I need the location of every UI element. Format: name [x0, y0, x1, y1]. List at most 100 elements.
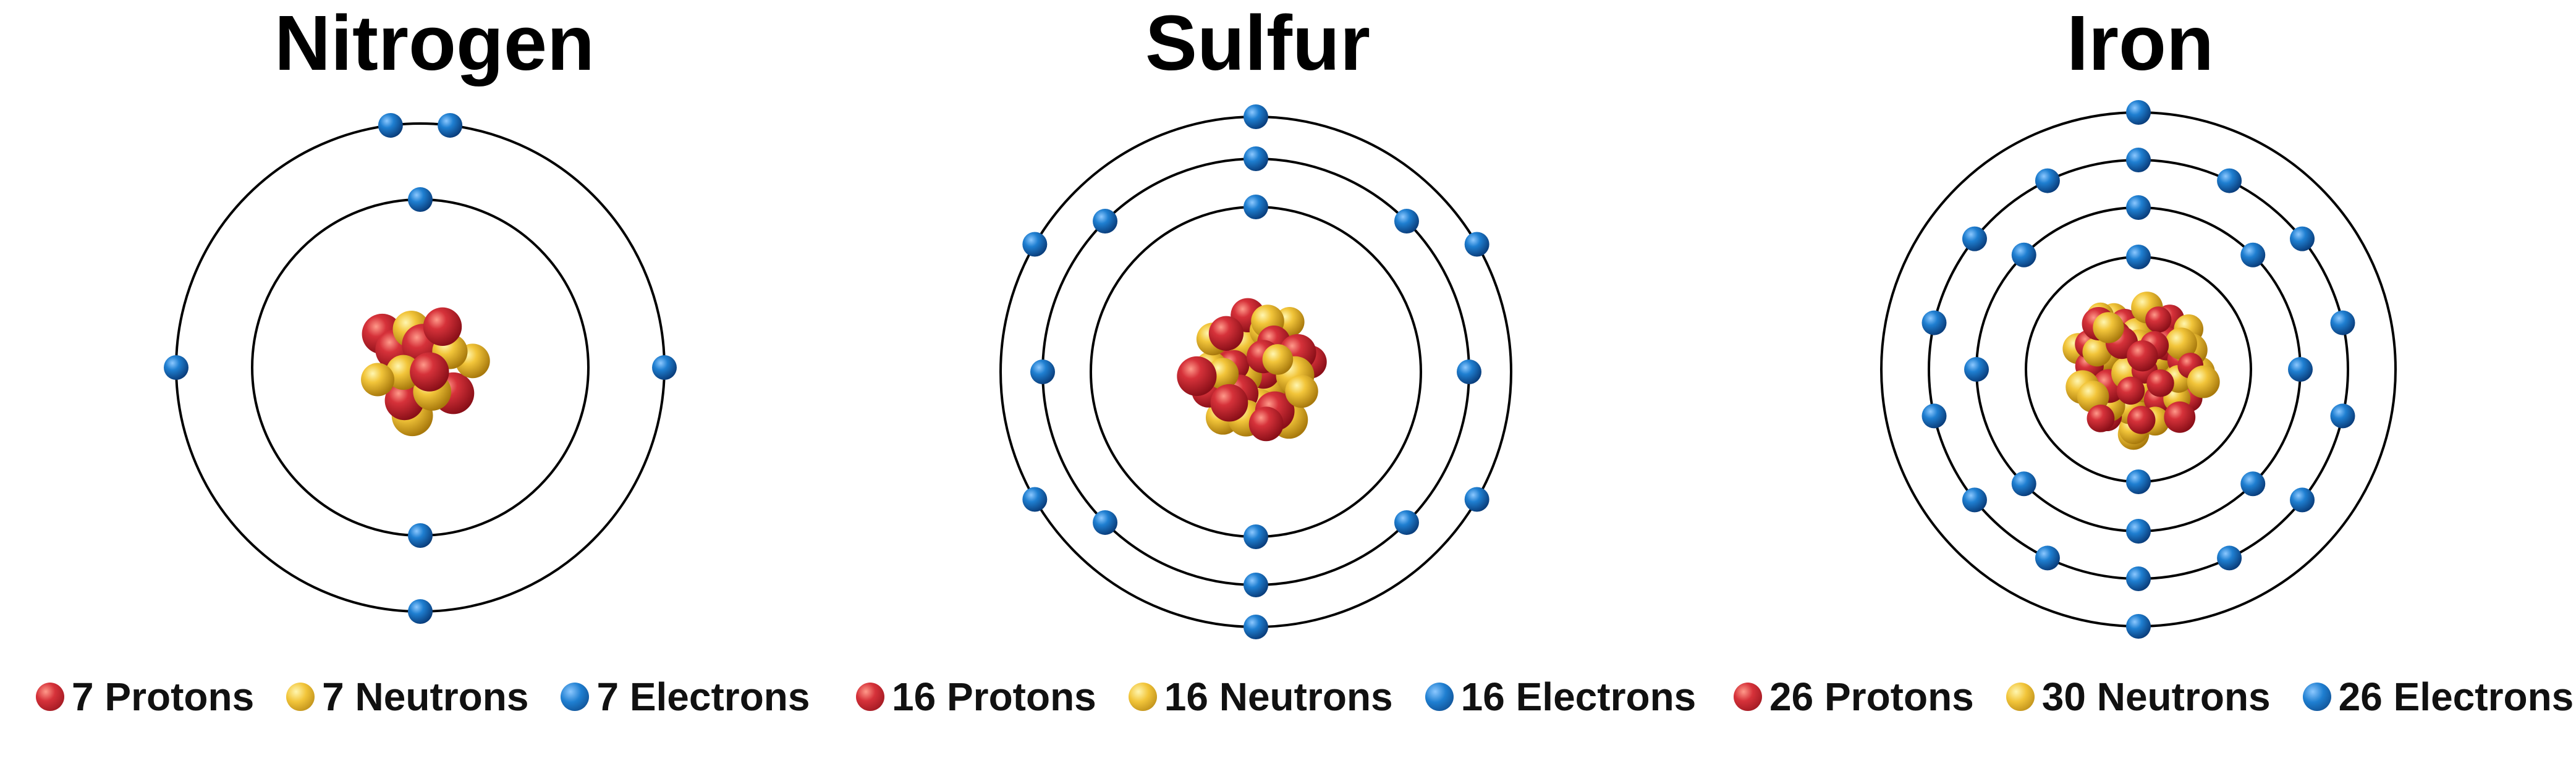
electron-dot — [1022, 487, 1048, 512]
proton-particle — [423, 307, 462, 347]
neutron-particle — [361, 363, 395, 397]
legend-protons-label: 7 Protons — [72, 675, 255, 719]
iron-legend: 26 Protons 30 Neutrons 26 Electrons — [1734, 667, 2574, 726]
nitrogen-legend: 7 Protons 7 Neutrons 7 Electrons — [36, 667, 810, 726]
electron-dot — [2217, 168, 2242, 193]
sulfur-legend: 16 Protons 16 Neutrons 16 Electrons — [856, 667, 1696, 726]
electron-dot — [1464, 232, 1489, 257]
electron-dot — [2126, 148, 2151, 172]
neutron-particle — [2165, 327, 2197, 360]
electron-icon — [561, 683, 590, 711]
proton-particle — [2164, 401, 2196, 433]
electron-dot — [2290, 487, 2315, 513]
electron-dot — [1964, 357, 1989, 382]
electron-dot — [1022, 232, 1048, 257]
electron-dot — [1244, 146, 1268, 171]
proton-particle — [2145, 306, 2172, 333]
neutron-particle — [1262, 344, 1294, 375]
electron-dot — [438, 112, 463, 138]
neutron-icon — [2006, 683, 2035, 711]
electron-dot — [1464, 487, 1489, 512]
electron-dot — [652, 355, 677, 380]
proton-particle — [410, 352, 449, 392]
electron-dot — [1962, 226, 1987, 251]
legend-electrons: 16 Electrons — [1425, 674, 1697, 720]
proton-particle — [1210, 384, 1248, 422]
electron-dot — [2290, 226, 2315, 251]
legend-protons: 7 Protons — [36, 674, 254, 720]
proton-icon — [856, 683, 884, 711]
electron-dot — [2288, 357, 2313, 382]
neutron-particle — [2187, 365, 2220, 398]
electron-dot — [1244, 573, 1268, 597]
legend-electrons-label: 16 Electrons — [1460, 675, 1697, 719]
neutron-particle — [2093, 312, 2124, 343]
electron-dot — [1093, 209, 1118, 234]
electron-dot — [408, 523, 433, 548]
electron-dot — [1394, 510, 1419, 535]
electron-dot — [2126, 100, 2151, 125]
legend-protons-label: 16 Protons — [892, 675, 1096, 719]
electron-dot — [2330, 310, 2355, 335]
sulfur-model — [999, 104, 1512, 639]
sulfur-title: Sulfur — [1145, 0, 1370, 86]
legend-neutrons-label: 30 Neutrons — [2041, 675, 2271, 719]
electron-dot — [1244, 195, 1268, 219]
legend-neutrons: 30 Neutrons — [2006, 674, 2271, 720]
iron-title: Iron — [2067, 0, 2214, 86]
electron-dot — [2330, 403, 2355, 429]
electron-dot — [2011, 471, 2036, 497]
electron-dot — [2035, 168, 2060, 193]
neutron-particle — [2082, 337, 2112, 367]
electron-dot — [378, 112, 403, 138]
legend-protons-label: 26 Protons — [1769, 675, 1974, 719]
electron-dot — [1244, 104, 1268, 129]
neutron-particle — [1285, 374, 1318, 408]
electron-dot — [2126, 245, 2151, 269]
electron-dot — [408, 187, 433, 212]
proton-particle — [1208, 316, 1244, 351]
electron-dot — [1921, 310, 1947, 335]
proton-icon — [1734, 683, 1762, 711]
electron-dot — [2126, 469, 2151, 494]
electron-dot — [2217, 545, 2242, 571]
electron-dot — [2240, 242, 2266, 267]
proton-particle — [2127, 340, 2158, 372]
electron-dot — [1244, 615, 1268, 639]
electron-dot — [2035, 545, 2060, 571]
nitrogen-model — [164, 112, 677, 624]
proton-particle — [2127, 406, 2156, 434]
proton-particle — [2146, 369, 2174, 397]
neutron-icon — [1128, 683, 1157, 711]
electron-dot — [2126, 566, 2151, 591]
electron-dot — [2126, 195, 2151, 220]
electron-dot — [1921, 403, 1947, 429]
electron-dot — [1394, 209, 1419, 234]
legend-neutrons-label: 16 Neutrons — [1164, 675, 1393, 719]
legend-neutrons: 7 Neutrons — [286, 674, 528, 720]
electron-dot — [1030, 359, 1055, 384]
proton-icon — [36, 683, 64, 711]
electron-dot — [2126, 519, 2151, 544]
electron-dot — [2240, 471, 2266, 497]
legend-protons: 26 Protons — [1734, 674, 1974, 720]
legend-electrons: 26 Electrons — [2302, 674, 2574, 720]
electron-dot — [408, 599, 433, 624]
electron-dot — [2126, 614, 2151, 639]
legend-electrons: 7 Electrons — [561, 674, 810, 720]
electron-dot — [1093, 510, 1118, 535]
legend-electrons-label: 7 Electrons — [596, 675, 810, 719]
electron-dot — [1457, 359, 1481, 384]
legend-neutrons-label: 7 Neutrons — [322, 675, 529, 719]
iron-model — [1880, 100, 2397, 639]
electron-dot — [1244, 524, 1268, 549]
proton-particle — [1177, 356, 1217, 397]
proton-particle — [2116, 376, 2145, 405]
electron-dot — [164, 355, 189, 380]
electron-dot — [2011, 242, 2036, 267]
legend-neutrons: 16 Neutrons — [1128, 674, 1393, 720]
legend-electrons-label: 26 Electrons — [2338, 675, 2574, 719]
proton-particle — [2087, 404, 2115, 432]
